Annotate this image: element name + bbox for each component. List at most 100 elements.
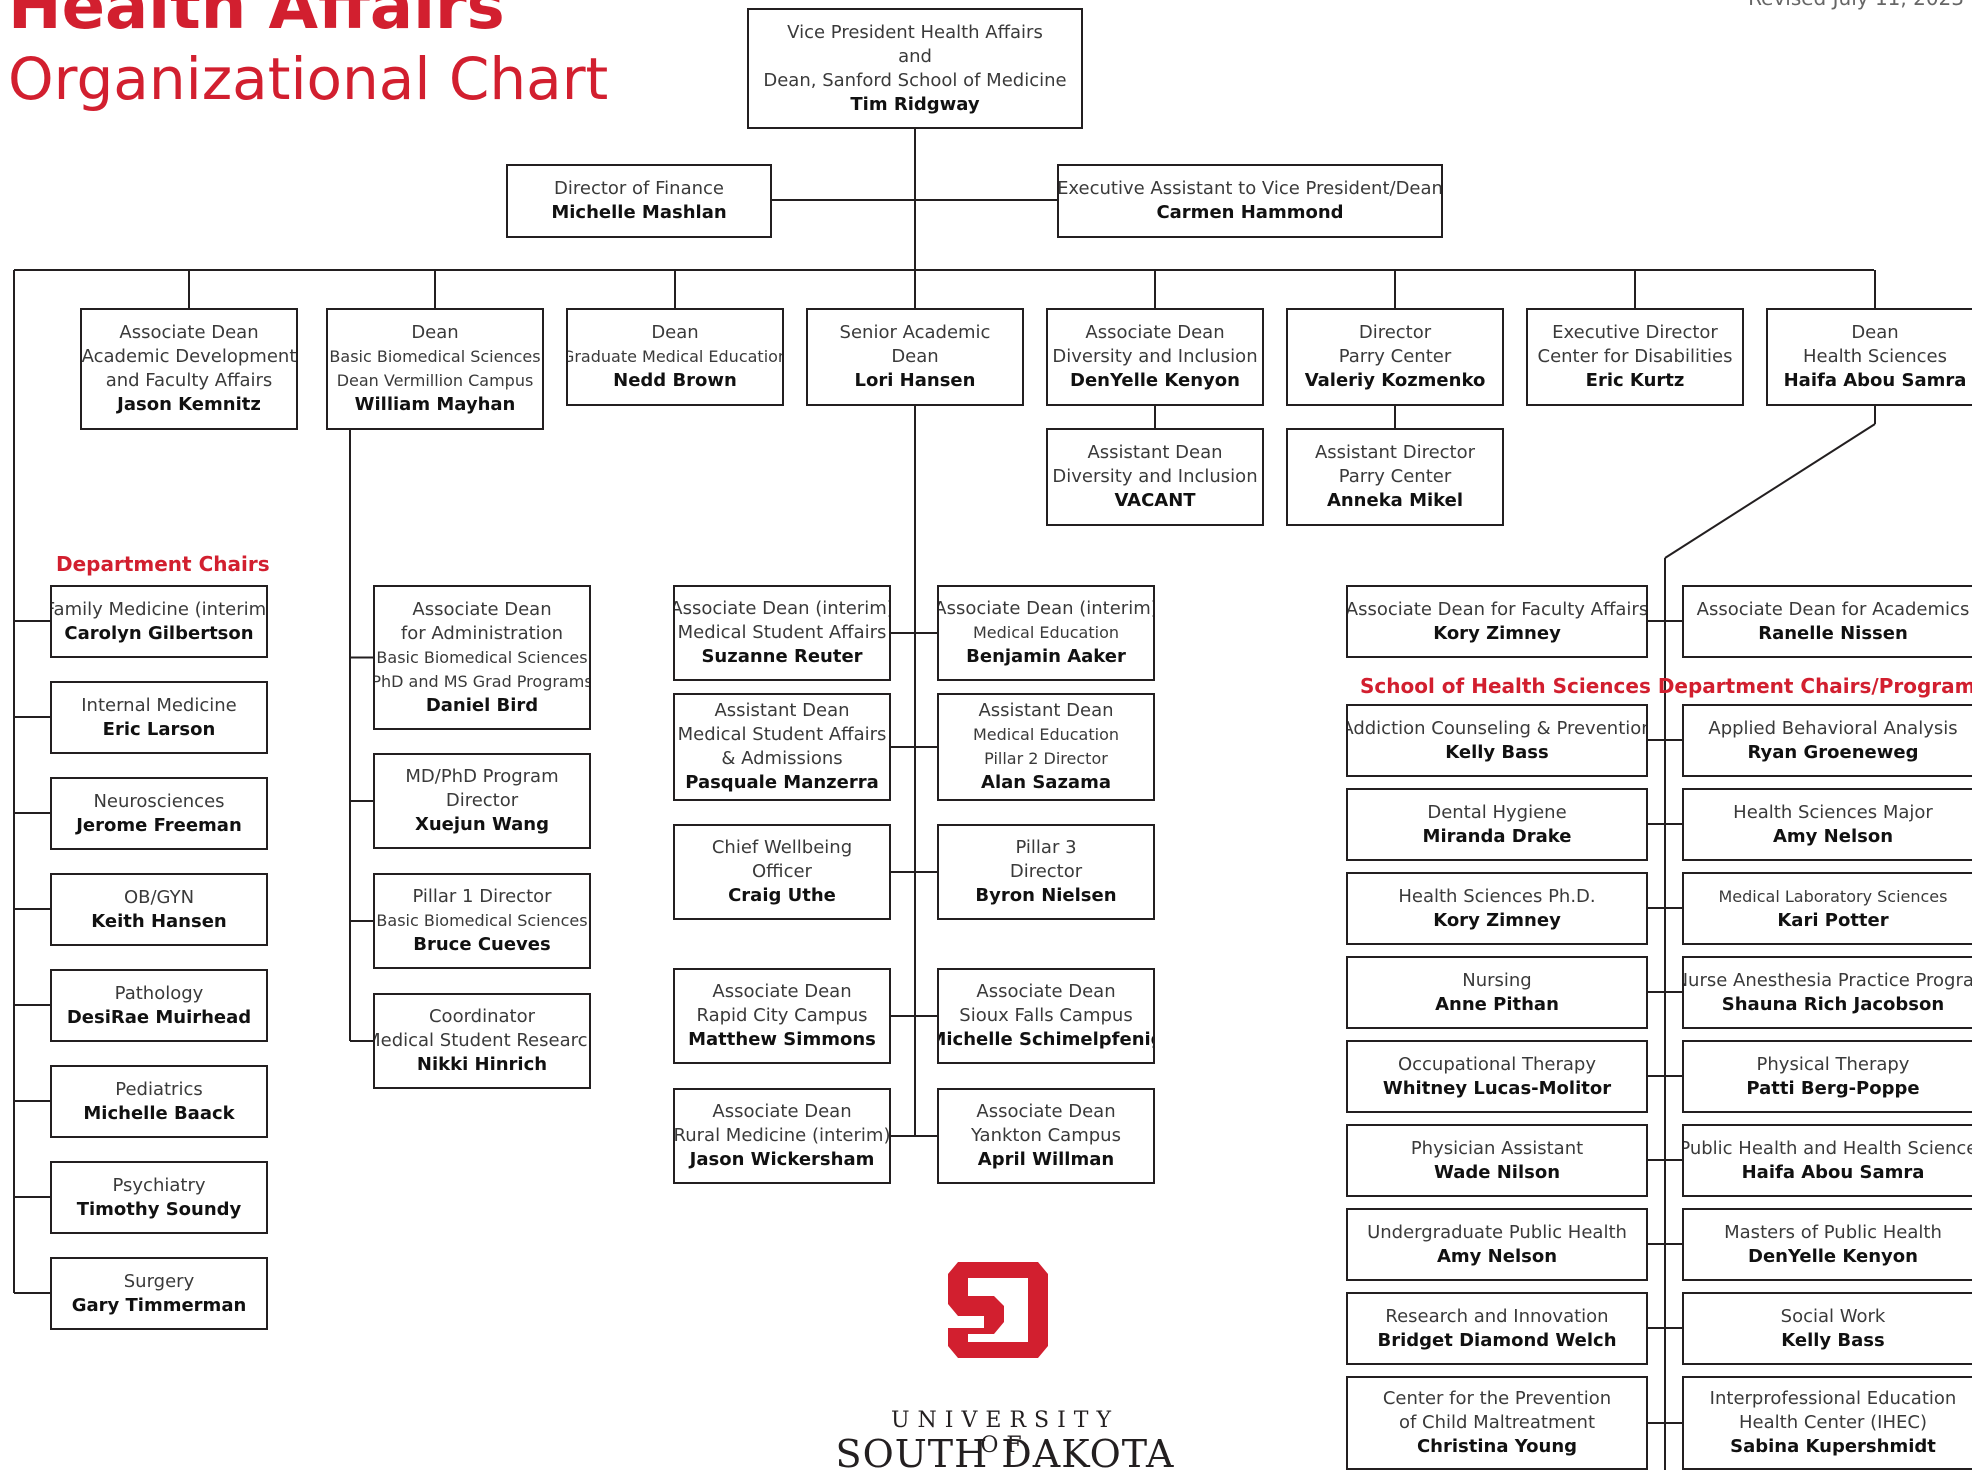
- person-name: Michelle Schimelpfenig: [937, 1029, 1155, 1050]
- person-name: Amy Nelson: [1772, 825, 1894, 847]
- person-name: Alan Sazama: [981, 772, 1111, 793]
- position-title: and Faculty Affairs: [105, 370, 273, 391]
- position-title: Associate Dean: [712, 1101, 852, 1122]
- person-name: Xuejun Wang: [414, 814, 550, 835]
- position-title: Center for Disabilities: [1537, 346, 1733, 367]
- position-title: Parry Center: [1338, 466, 1452, 487]
- person-name: Tim Ridgway: [850, 93, 980, 115]
- person-name: Matthew Simmons: [688, 1029, 876, 1050]
- position-title: Yankton Campus: [971, 1125, 1121, 1146]
- position-title: Medical Education: [972, 623, 1120, 642]
- position-title: Health Sciences: [1803, 346, 1947, 367]
- position-title: Public Health and Health Sciences: [1682, 1137, 1972, 1159]
- person-name: Bruce Cueves: [413, 934, 551, 955]
- position-title: Neurosciences: [93, 790, 225, 812]
- position-title: Applied Behavioral Analysis: [1708, 717, 1958, 739]
- logo-university-of: UNIVERSITY OF: [891, 1408, 1119, 1458]
- position-title: Health Sciences Ph.D.: [1398, 885, 1596, 907]
- position-title: Medical Education: [972, 725, 1120, 744]
- position-title: Pediatrics: [115, 1078, 203, 1100]
- person-name: Shauna Rich Jacobson: [1721, 993, 1945, 1015]
- person-name: Kelly Bass: [1445, 741, 1549, 763]
- position-title: Director: [1358, 322, 1432, 343]
- position-title: Associate Dean: [119, 322, 259, 343]
- person-name: Eric Kurtz: [1585, 370, 1685, 391]
- person-name: Wade Nilson: [1433, 1161, 1561, 1183]
- person-name: Carolyn Gilbertson: [64, 622, 254, 644]
- person-name: DesiRae Muirhead: [66, 1006, 252, 1028]
- person-name: Kory Zimney: [1433, 622, 1561, 644]
- position-title: Sioux Falls Campus: [959, 1005, 1133, 1026]
- position-title: Dean: [651, 322, 699, 343]
- person-name: Timothy Soundy: [76, 1198, 242, 1220]
- academic-affairs-box: Associate Dean (interim)Medical Student …: [673, 585, 891, 681]
- person-name: William Mayhan: [354, 394, 516, 415]
- person-name: Kory Zimney: [1433, 909, 1561, 931]
- position-title: Officer: [752, 861, 812, 882]
- position-title: Social Work: [1780, 1305, 1886, 1327]
- position-title: Coordinator: [428, 1006, 535, 1027]
- person-name: Carmen Hammond: [1156, 202, 1344, 223]
- position-title: Diversity and Inclusion: [1052, 346, 1258, 367]
- position-title: Rapid City Campus: [696, 1005, 868, 1026]
- usd-logo-icon: [948, 1262, 1048, 1358]
- person-name: Kelly Bass: [1781, 1329, 1885, 1351]
- person-name: VACANT: [1114, 490, 1196, 511]
- position-title: Associate Dean: [712, 981, 852, 1002]
- position-title: Medical Laboratory Sciences: [1718, 886, 1948, 906]
- position-title: Health Sciences Major: [1733, 801, 1933, 823]
- position-title: Associate Dean for Faculty Affairs: [1346, 598, 1648, 620]
- person-name: Craig Uthe: [728, 885, 836, 906]
- position-title: & Admissions: [721, 748, 843, 769]
- person-name: Whitney Lucas-Molitor: [1382, 1077, 1612, 1099]
- position-title: and: [898, 45, 932, 67]
- title-health-affairs: Health Affairs: [8, 0, 505, 44]
- position-title: for Administration: [400, 622, 564, 644]
- position-title: Physician Assistant: [1410, 1137, 1584, 1159]
- position-title: Health Center (IHEC): [1739, 1412, 1927, 1433]
- position-title: Nursing: [1462, 969, 1532, 991]
- position-title: Parry Center: [1338, 346, 1452, 367]
- position-title: Associate Dean for Academics: [1696, 598, 1970, 620]
- person-name: Daniel Bird: [425, 694, 539, 716]
- person-name: Bridget Diamond Welch: [1377, 1329, 1617, 1351]
- position-title: Rural Medicine (interim): [673, 1125, 891, 1146]
- position-title: Director of Finance: [554, 178, 724, 199]
- position-title: Pillar 1 Director: [412, 886, 552, 907]
- health-program-box: Health Sciences Ph.D.Kory Zimney: [1346, 872, 1648, 945]
- person-name: Kari Potter: [1777, 909, 1889, 931]
- position-title: Basic Biomedical Sciences: [376, 647, 588, 667]
- person-name: Eric Larson: [102, 718, 216, 740]
- person-name: Byron Nielsen: [975, 885, 1117, 906]
- position-title: Graduate Medical Education: [566, 347, 784, 366]
- position-title: Addiction Counseling & Prevention: [1346, 717, 1648, 739]
- revised-date: Revised July 11, 2023: [1748, 0, 1964, 10]
- position-title: Dean: [1851, 322, 1899, 343]
